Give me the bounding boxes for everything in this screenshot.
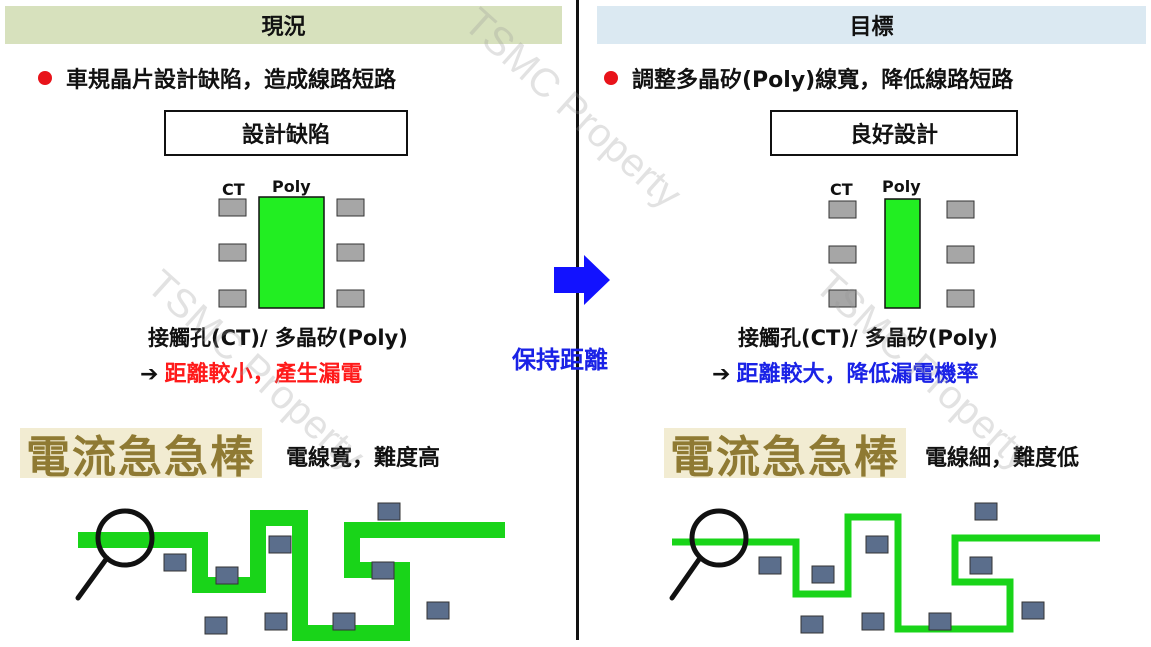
chip-block [377, 502, 401, 521]
left-game-title: 電流急急棒 [20, 428, 262, 483]
arrow-bullet-icon: ➔ [712, 362, 731, 387]
ct-contact [336, 289, 365, 308]
chip-block [264, 612, 288, 631]
chip-block [865, 535, 889, 554]
ct-contact [946, 245, 975, 264]
magnifying-glass-icon [669, 508, 749, 601]
keep-distance-label: 保持距離 [512, 346, 608, 374]
good-design-label: 良好設計 [770, 110, 1018, 156]
left-poly-gate [258, 196, 325, 309]
ct-contact [828, 200, 857, 219]
ct-contact [946, 289, 975, 308]
left-bullet-text: 車規晶片設計缺陷，造成線路短路 [66, 68, 397, 93]
chip-block [426, 601, 450, 620]
right-ct-label: CT [830, 180, 853, 199]
chip-block [215, 566, 239, 585]
right-poly-gate [884, 198, 921, 309]
left-caption-warning: 距離較小，產生漏電 [164, 362, 363, 387]
red-dot-icon [604, 71, 618, 85]
chip-block [969, 556, 993, 575]
ct-contact [218, 289, 247, 308]
ct-contact [946, 200, 975, 219]
right-arrow-icon [554, 255, 610, 305]
left-bullet: 車規晶片設計缺陷，造成線路短路 [38, 62, 396, 94]
right-caption-line1: 接觸孔(CT)/ 多晶矽(Poly) [738, 326, 998, 350]
magnifying-glass-icon [75, 508, 155, 601]
arrow-bullet-icon: ➔ [140, 362, 159, 387]
right-wire-game [669, 502, 1100, 634]
thick-wire [78, 510, 505, 641]
right-bullet: 調整多晶矽(Poly)線寬，降低線路短路 [604, 62, 1013, 94]
right-chip-layout [828, 198, 975, 309]
red-dot-icon [38, 71, 52, 85]
right-caption-line2: ➔距離較大，降低漏電機率 [712, 356, 978, 388]
chip-block [371, 561, 395, 580]
current-state-header: 現況 [5, 6, 562, 44]
chip-block [268, 535, 292, 554]
ct-contact [336, 198, 365, 217]
chip-block [204, 616, 228, 635]
center-divider [576, 0, 579, 640]
left-caption-line1: 接觸孔(CT)/ 多晶矽(Poly) [148, 326, 408, 350]
ct-contact [828, 245, 857, 264]
chip-block [163, 553, 187, 572]
chip-block [758, 556, 782, 575]
chip-block [332, 612, 356, 631]
left-game-desc: 電線寬，難度高 [286, 446, 441, 471]
left-ct-label: CT [222, 180, 245, 199]
right-poly-label: Poly [882, 177, 921, 196]
left-caption-line2: ➔距離較小，產生漏電 [140, 356, 362, 388]
ct-contact [828, 289, 857, 308]
chip-block [800, 615, 824, 634]
target-state-header: 目標 [597, 6, 1146, 44]
left-poly-label: Poly [272, 177, 311, 196]
ct-contact [336, 243, 365, 262]
left-wire-game [75, 502, 505, 641]
chip-block [974, 502, 998, 521]
chip-block [928, 612, 952, 631]
right-caption-improvement: 距離較大，降低漏電機率 [736, 362, 979, 387]
chip-block [861, 612, 885, 631]
design-defect-label: 設計缺陷 [164, 110, 408, 156]
chip-block [1021, 601, 1045, 620]
right-game-desc: 電線細，難度低 [925, 446, 1080, 471]
right-bullet-text: 調整多晶矽(Poly)線寬，降低線路短路 [632, 68, 1014, 93]
thin-wire [672, 513, 1100, 633]
left-chip-layout [218, 196, 365, 309]
ct-contact [218, 243, 247, 262]
right-game-title: 電流急急棒 [664, 428, 906, 483]
ct-contact [218, 198, 247, 217]
chip-block [811, 565, 835, 584]
